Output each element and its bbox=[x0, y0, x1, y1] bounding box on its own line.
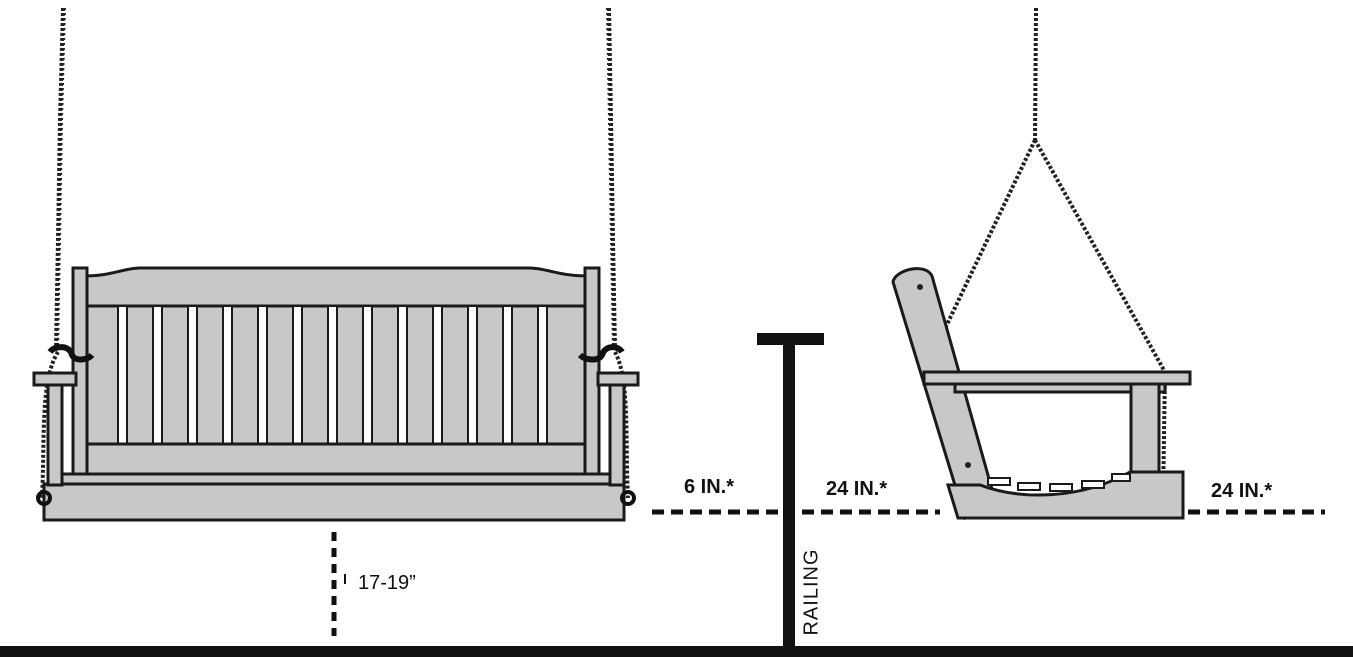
side-bolt-top bbox=[917, 284, 923, 290]
side-arm-under bbox=[953, 382, 1167, 394]
railing-post bbox=[783, 345, 795, 650]
front-back-top-rail bbox=[84, 266, 588, 308]
side-back-support bbox=[891, 267, 997, 521]
side-seat-slats bbox=[987, 473, 1131, 492]
back-clearance-label: 24 IN.* bbox=[1211, 480, 1273, 502]
front-hook-left bbox=[47, 344, 95, 363]
front-arm-support-left bbox=[46, 383, 64, 487]
front-hook-right bbox=[577, 344, 625, 363]
front-chain-right bbox=[606, 7, 630, 499]
side-view-swing bbox=[891, 7, 1192, 521]
front-chain-left bbox=[40, 7, 66, 499]
front-back-lower-rail bbox=[85, 442, 587, 476]
railing-label: RAILING bbox=[800, 548, 823, 636]
side-arm bbox=[922, 370, 1192, 386]
railing-cap bbox=[757, 333, 824, 345]
front-arm-right bbox=[596, 371, 640, 387]
seat-height-label: 17-19” bbox=[358, 572, 416, 594]
floor bbox=[0, 646, 1353, 657]
front-arm-support-right bbox=[608, 383, 626, 487]
side-bolt-bottom bbox=[965, 462, 971, 468]
front-clearance-label: 24 IN.* bbox=[826, 478, 888, 500]
front-view-swing bbox=[32, 7, 640, 522]
front-hook-bottom-left bbox=[36, 490, 52, 506]
front-seat-front bbox=[42, 482, 626, 522]
front-arm-left bbox=[32, 371, 78, 387]
side-chain-top bbox=[1033, 7, 1038, 141]
side-chain-front bbox=[928, 139, 1037, 361]
side-clearance-label: 6 IN.* bbox=[684, 476, 735, 498]
front-hook-bottom-right bbox=[620, 490, 636, 506]
side-seat-base bbox=[945, 470, 1185, 520]
